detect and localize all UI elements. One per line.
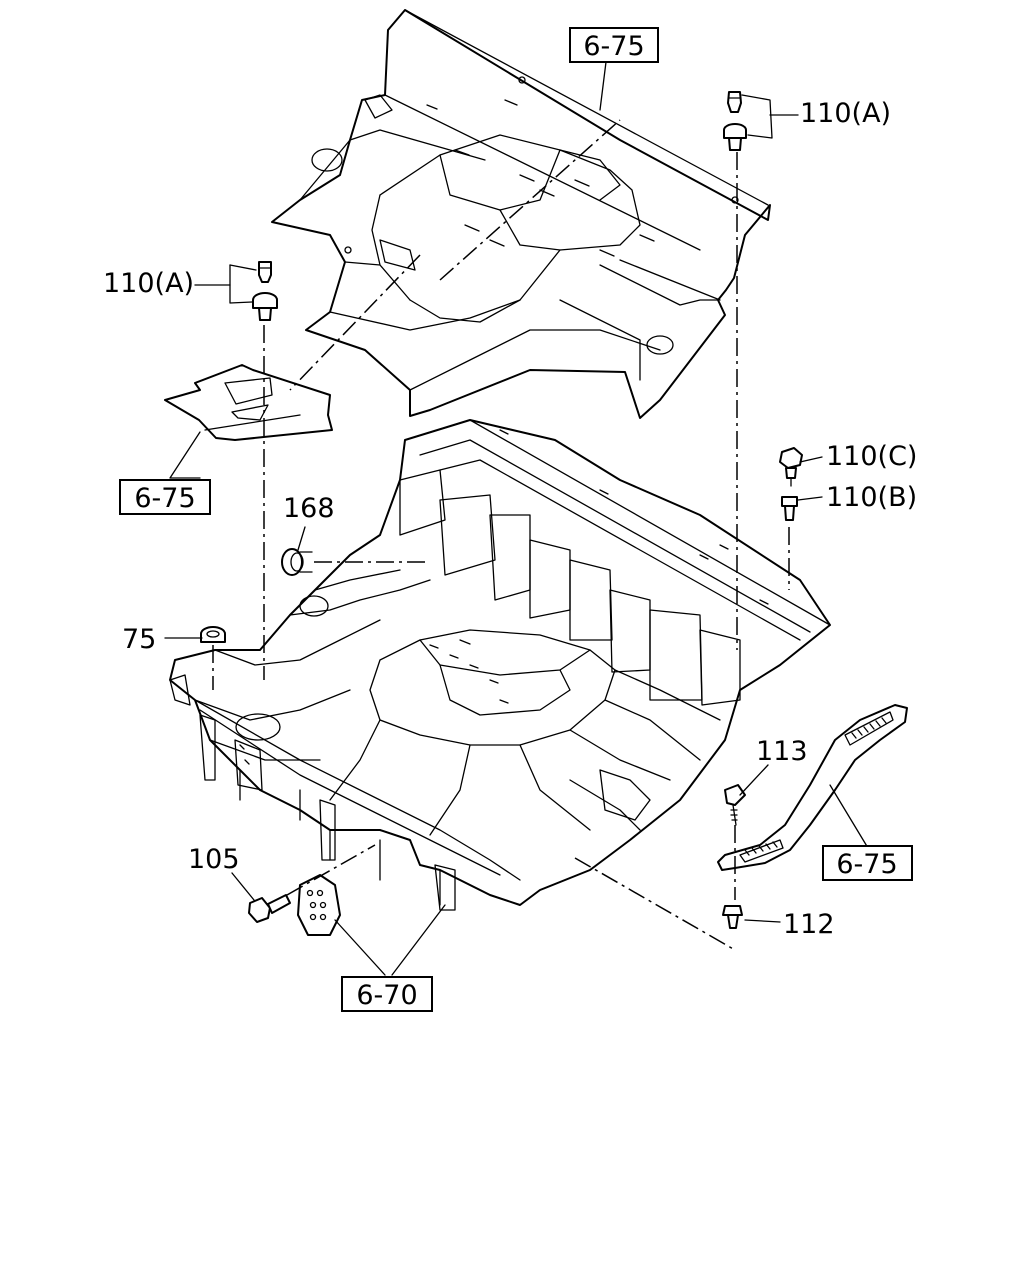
reinforcement-plate bbox=[297, 874, 341, 936]
clip-110b bbox=[781, 496, 798, 521]
part-label-110b: 110(B) bbox=[826, 482, 917, 513]
clip-110a-top-lower bbox=[723, 123, 747, 151]
reference-box-top: 6-75 bbox=[569, 27, 659, 63]
part-label-110a-left: 110(A) bbox=[103, 268, 194, 299]
ref-label-right: 6-75 bbox=[836, 849, 897, 880]
ref-label-bottom: 6-70 bbox=[356, 980, 417, 1011]
grommet-168 bbox=[281, 548, 313, 576]
part-label-168: 168 bbox=[283, 493, 335, 524]
upper-floor-panel bbox=[271, 9, 771, 419]
clip-112 bbox=[722, 905, 743, 929]
small-floor-plate bbox=[164, 364, 333, 441]
plug-75 bbox=[200, 626, 226, 643]
part-label-112: 112 bbox=[783, 909, 835, 940]
ref-label-left: 6-75 bbox=[134, 483, 195, 514]
reference-box-bottom: 6-70 bbox=[341, 976, 433, 1012]
bolt-105 bbox=[248, 894, 291, 923]
clip-110a-left-lower bbox=[252, 292, 278, 321]
clip-110a-left-upper bbox=[258, 261, 272, 283]
side-step-panel bbox=[717, 704, 908, 871]
clip-110a-top-upper bbox=[727, 91, 742, 113]
reference-box-left: 6-75 bbox=[119, 479, 211, 515]
main-floor-frame bbox=[169, 419, 831, 911]
part-label-110a-top: 110(A) bbox=[800, 98, 891, 129]
clip-110c bbox=[779, 447, 803, 487]
reference-box-right: 6-75 bbox=[822, 845, 913, 881]
assembly-lines bbox=[212, 119, 790, 951]
part-label-113: 113 bbox=[756, 736, 808, 767]
part-label-110c: 110(C) bbox=[826, 441, 917, 472]
screw-113 bbox=[724, 784, 746, 826]
leader-lines bbox=[164, 61, 869, 976]
part-label-105: 105 bbox=[188, 844, 240, 875]
ref-label-top: 6-75 bbox=[583, 31, 644, 62]
part-label-75: 75 bbox=[122, 624, 156, 655]
